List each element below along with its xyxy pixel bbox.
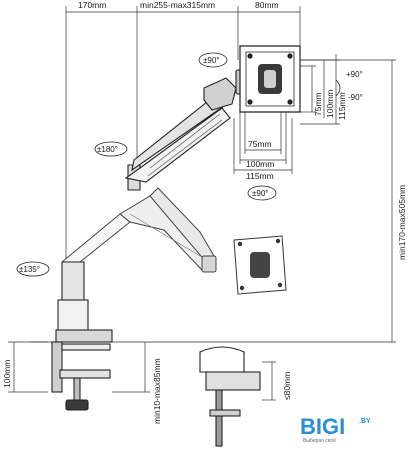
grommet-mount — [199, 346, 261, 447]
dim-vesa-75-v: 75mm — [313, 92, 323, 116]
dim-height-range: min170-max505mm — [397, 185, 407, 260]
lower-arm-ghost — [61, 187, 217, 273]
dim-vesa-115-v: 115mm — [337, 92, 347, 120]
brand-logo: BIGI .BY Выбирая своё — [300, 414, 371, 444]
dim-170mm: 170mm — [78, 0, 106, 10]
desk-clamp — [51, 341, 111, 411]
dim-vesa-100-v: 100mm — [325, 90, 335, 118]
dim-clamp-100mm: 100mm — [2, 360, 12, 388]
rotation-forearm: ±180° — [97, 145, 118, 154]
rotation-base: ±135° — [19, 265, 40, 274]
vesa-plate-top — [239, 45, 301, 113]
rotation-swivel-top: ±90° — [203, 56, 220, 65]
logo-brand-text: BIGI — [300, 414, 345, 439]
dim-vesa-75-h: 75mm — [248, 139, 272, 149]
vesa-plate-lower — [233, 235, 287, 295]
dimension-labels: 170mm min255-max315mm 80mm 75mm 100mm 11… — [2, 0, 407, 424]
dim-grommet-range: ≤80mm — [282, 372, 292, 400]
rotation-screen: ±90° — [252, 189, 269, 198]
dim-clamp-range: min10-max85mm — [152, 358, 162, 424]
rotation-labels: ±90° +90° -90° ±180° ±90° ±135° — [16, 52, 363, 277]
dim-plate-80mm: 80mm — [255, 0, 279, 10]
upper-arm — [124, 69, 249, 191]
dim-vesa-115-h: 115mm — [246, 171, 274, 181]
logo-suffix: .BY — [359, 418, 371, 425]
logo-tagline: Выбирая своё — [303, 438, 336, 444]
dimension-guides — [8, 6, 396, 401]
rotation-tilt-up: +90° — [346, 70, 363, 79]
dim-reach: min255-max315mm — [140, 0, 215, 10]
dim-vesa-100-h: 100mm — [246, 159, 274, 169]
rotation-tilt-down: -90° — [348, 93, 363, 102]
base-column — [55, 261, 113, 343]
